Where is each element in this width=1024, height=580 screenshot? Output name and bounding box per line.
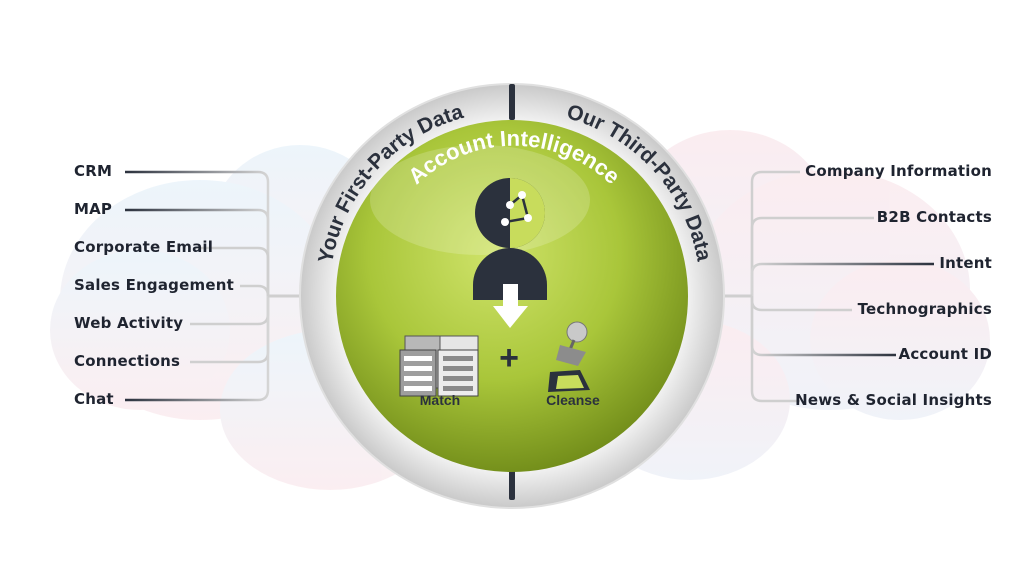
right-connector-line — [750, 216, 874, 296]
left-connector-line — [125, 208, 270, 296]
cleanse-broom-icon — [548, 321, 590, 392]
right-connectors — [718, 170, 934, 403]
right-item-technographics: Technographics — [857, 300, 992, 318]
right-item-company-information: Company Information — [805, 162, 992, 180]
left-item-connections: Connections — [74, 352, 181, 370]
left-item-crm: CRM — [74, 162, 113, 180]
left-connector-line — [196, 246, 270, 296]
right-connector-line — [750, 262, 934, 296]
left-item-chat: Chat — [74, 390, 114, 408]
left-connector-line — [240, 284, 270, 297]
right-connector-line — [750, 170, 800, 296]
cleanse-label: Cleanse — [546, 392, 600, 408]
plus-sign: + — [499, 339, 519, 377]
person-network-icon — [473, 178, 547, 300]
left-item-web-activity: Web Activity — [74, 314, 184, 332]
top-divider — [509, 84, 515, 120]
cloud-left — [50, 145, 440, 490]
left-item-map: MAP — [74, 200, 113, 218]
right-item-b2b-contacts: B2B Contacts — [876, 208, 992, 226]
left-connector-line — [125, 296, 270, 402]
right-connector-line — [750, 296, 800, 403]
match-label: Match — [420, 392, 460, 408]
right-item-account-id: Account ID — [898, 345, 992, 363]
arrow-down-icon — [493, 284, 528, 328]
left-item-sales-engagement: Sales Engagement — [74, 276, 234, 294]
right-item-news-social-insights: News & Social Insights — [795, 391, 992, 409]
left-item-corporate-email: Corporate Email — [74, 238, 214, 256]
right-item-intent: Intent — [939, 254, 992, 272]
left-connector-line — [125, 170, 270, 296]
left-connectors — [125, 170, 305, 402]
data-table-icon — [399, 335, 479, 397]
